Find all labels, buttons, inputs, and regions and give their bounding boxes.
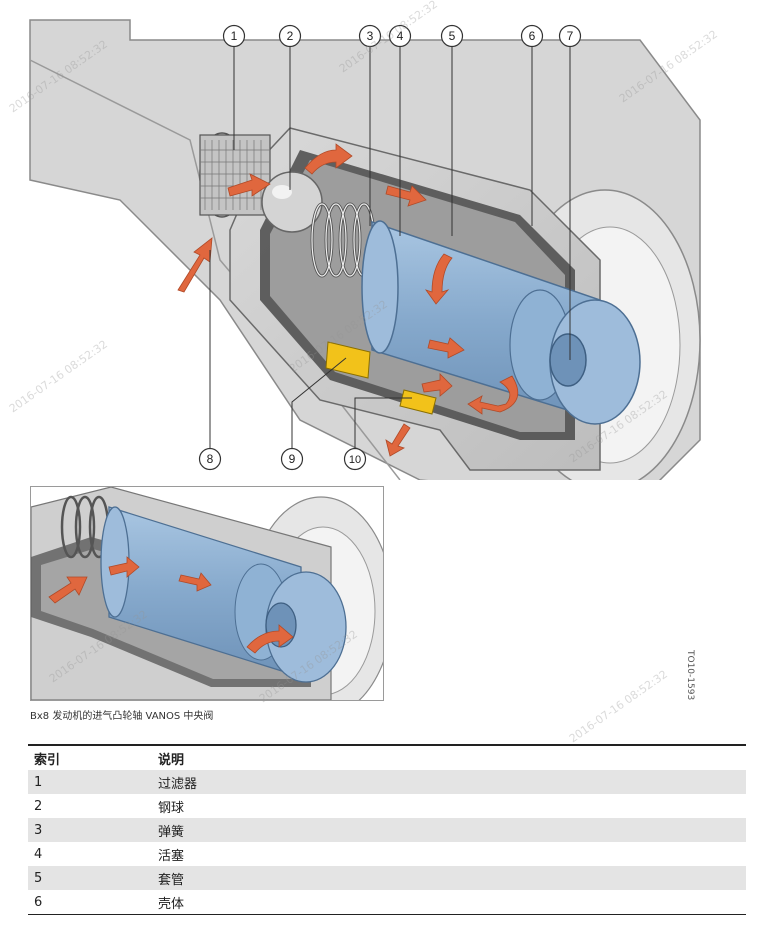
figure-reference-code: TO10-1593	[685, 650, 695, 701]
callout-1: 1	[231, 29, 238, 43]
table-row: 1 过滤器	[28, 770, 746, 794]
row-index: 1	[34, 774, 43, 790]
table-row: 6 壳体	[28, 890, 746, 914]
row-description: 壳体	[158, 896, 185, 912]
row-index: 4	[34, 846, 43, 862]
row-description: 过滤器	[158, 776, 198, 792]
header-index: 索引	[34, 752, 61, 768]
table-row: 2 钢球	[28, 794, 746, 818]
callout-9: 9	[289, 452, 296, 466]
callout-5: 5	[449, 29, 456, 43]
figure-caption: Bx8 发动机的进气凸轮轴 VANOS 中央阀	[30, 711, 214, 722]
callout-2: 2	[287, 29, 294, 43]
table-row: 4 活塞	[28, 842, 746, 866]
inset-detail-drawing	[31, 487, 383, 700]
callout-4: 4	[397, 29, 404, 43]
row-index: 3	[34, 822, 43, 838]
inset-detail-illustration	[30, 486, 384, 701]
callout-8: 8	[207, 452, 214, 466]
callout-group	[198, 24, 582, 471]
table-row: 3 弹簧	[28, 818, 746, 842]
row-description: 弹簧	[158, 824, 185, 840]
callout-7: 7	[567, 29, 574, 43]
row-index: 2	[34, 798, 43, 814]
callout-6: 6	[529, 29, 536, 43]
vanos-valve-cutaway-illustration: 1 2 3 4 5 6 7 8 9 10	[29, 19, 701, 480]
row-description: 套管	[158, 872, 185, 888]
callout-3: 3	[367, 29, 374, 43]
table-row: 5 套管	[28, 866, 746, 890]
row-description: 活塞	[158, 848, 185, 864]
row-index: 6	[34, 894, 43, 910]
row-index: 5	[34, 870, 43, 886]
header-description: 说明	[158, 752, 185, 768]
watermark: 2016-07-16 08:52:32	[566, 667, 670, 746]
callout-10: 10	[349, 454, 361, 466]
table-header: 索引 说明	[28, 746, 746, 770]
row-description: 钢球	[158, 800, 185, 816]
legend-table: 索引 说明 1 过滤器 2 钢球 3 弹簧 4 活塞 5 套管 6 壳体	[28, 744, 746, 915]
